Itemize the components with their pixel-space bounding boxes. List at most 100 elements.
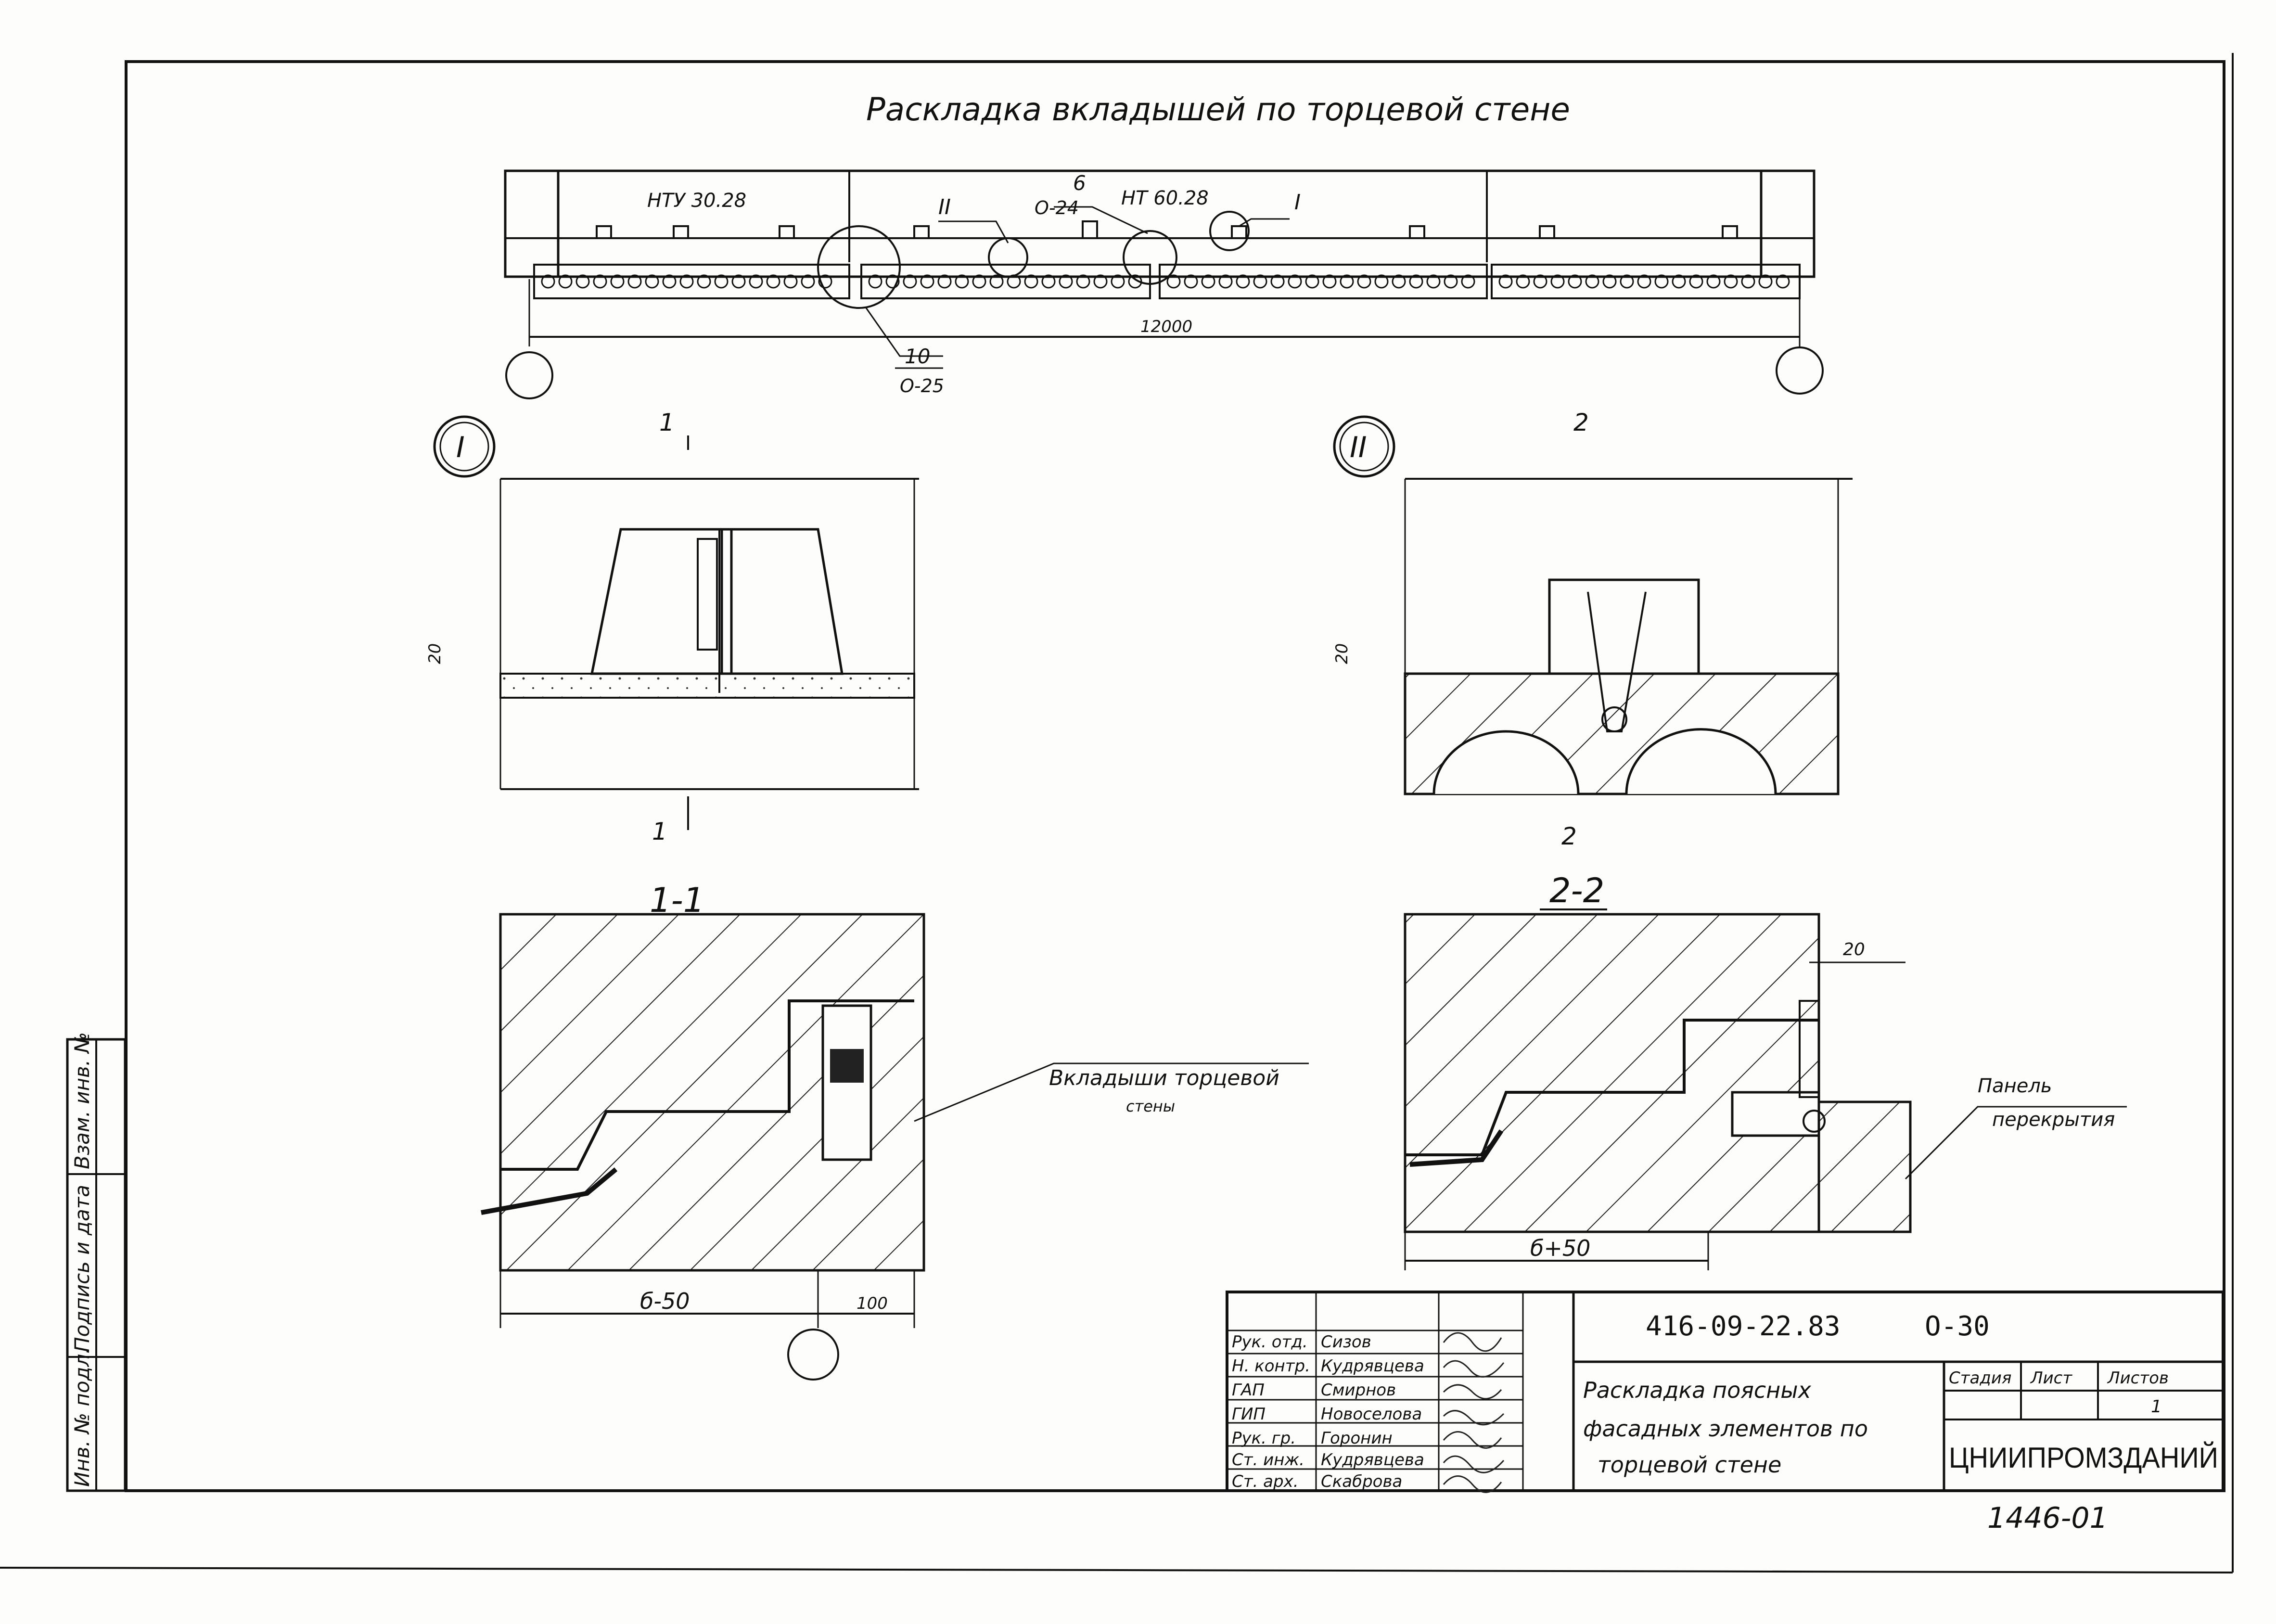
slab-hole xyxy=(1076,274,1090,289)
plan-dimension: 12000 xyxy=(1140,317,1192,336)
slab-hole xyxy=(1340,274,1354,289)
description-2: фасадных элементов по xyxy=(1583,1416,1868,1442)
col-sheets: Листов xyxy=(2107,1368,2169,1388)
sheet-bottom-edge xyxy=(0,1567,2233,1573)
name-4: Горонин xyxy=(1321,1429,1393,1448)
slab-hole xyxy=(541,274,555,289)
name-0: Сизов xyxy=(1321,1332,1371,1352)
role-6: Ст. арх. xyxy=(1232,1472,1299,1491)
slab-hole xyxy=(783,274,798,289)
slab-hole xyxy=(1041,274,1056,289)
slab-hole xyxy=(955,274,969,289)
plan-node-I-label: I xyxy=(1294,190,1301,215)
slab-hole xyxy=(1426,274,1441,289)
sheet-frame xyxy=(125,60,2225,1492)
plan-callout-bottom: 10 xyxy=(905,345,930,368)
slab-hole xyxy=(1758,274,1773,289)
detail-I-dim: 20 xyxy=(425,643,445,664)
section-11-note-1: Вкладыши торцевой xyxy=(1049,1066,1279,1090)
side-stamp: Взам. инв. № Подпись и дата Инв. № подл. xyxy=(66,1032,127,1492)
detail-I-marker: I xyxy=(456,431,465,464)
detail-I: I 1 20 1 xyxy=(425,409,919,845)
plan-node-II-label: II xyxy=(938,195,951,219)
role-3: ГИП xyxy=(1232,1405,1266,1424)
plan-callout-bottom-sheet: О-25 xyxy=(900,375,944,396)
slab-hole xyxy=(697,274,711,289)
slab-hole xyxy=(989,274,1004,289)
slab-hole xyxy=(1357,274,1371,289)
name-1: Кудрявцева xyxy=(1321,1356,1424,1376)
slab-hole xyxy=(1444,274,1458,289)
slab-hole xyxy=(1533,274,1547,289)
slab-hole xyxy=(558,274,573,289)
slab-hole xyxy=(1654,274,1669,289)
slab-hole xyxy=(1568,274,1582,289)
description-3: торцевой стене xyxy=(1598,1452,1781,1478)
detail-II-dim: 20 xyxy=(1332,643,1352,664)
slab-hole xyxy=(1111,274,1125,289)
plan-panel-mid: НТ 60.28 xyxy=(1121,187,1209,209)
slab-hole xyxy=(1585,274,1599,289)
slab-hole xyxy=(593,274,607,289)
doc-code: 416-09-22.83 xyxy=(1646,1311,1841,1342)
role-5: Ст. инж. xyxy=(1232,1450,1304,1470)
slab-hole xyxy=(818,274,832,289)
slab-hole xyxy=(1724,274,1738,289)
name-2: Смирнов xyxy=(1321,1381,1396,1400)
description-1: Раскладка поясных xyxy=(1583,1377,1812,1403)
detail-II-section-mark: 2 xyxy=(1573,409,1589,436)
slab-hole xyxy=(1166,274,1181,289)
slab-hole xyxy=(610,274,625,289)
slab-hole xyxy=(645,274,659,289)
plan-callout-top: 6 xyxy=(1073,171,1086,195)
slab-hole xyxy=(1706,274,1721,289)
role-2: ГАП xyxy=(1232,1381,1265,1400)
role-1: Н. контр. xyxy=(1232,1356,1310,1376)
slab-hole xyxy=(1218,274,1233,289)
slab-hole xyxy=(1024,274,1038,289)
slab-hole xyxy=(766,274,780,289)
slab-hole xyxy=(1253,274,1267,289)
slab-hole xyxy=(885,274,900,289)
section-22-dim-top: 20 xyxy=(1843,940,1865,959)
slab-hole xyxy=(1409,274,1423,289)
slab-hole xyxy=(972,274,986,289)
slab-hole xyxy=(1374,274,1389,289)
slab-hole xyxy=(1550,274,1565,289)
slab-hole xyxy=(920,274,934,289)
section-2-2: 2-2 б+50 20 Панель перекрытия xyxy=(1404,871,2127,1270)
slab-hole xyxy=(1236,274,1250,289)
slab-hole xyxy=(1322,274,1337,289)
slab-hole xyxy=(1689,274,1703,289)
sheet-code: О-30 xyxy=(1925,1311,1990,1342)
slab-hole xyxy=(1184,274,1198,289)
slab-hole xyxy=(1059,274,1073,289)
name-5: Кудрявцева xyxy=(1321,1450,1424,1470)
name-3: Новоселова xyxy=(1321,1405,1422,1424)
col-stage: Стадия xyxy=(1949,1368,2011,1388)
section-11-note-2: стены xyxy=(1126,1097,1175,1115)
section-22-note-1: Панель xyxy=(1978,1075,2052,1097)
slab-hole xyxy=(1305,274,1319,289)
slab-hole xyxy=(1270,274,1285,289)
role-4: Рук. гр. xyxy=(1232,1429,1296,1448)
slab-hole xyxy=(1516,274,1530,289)
plan-panel-left: НТУ 30.28 xyxy=(647,190,746,212)
detail-I-section-mark-bottom: 1 xyxy=(652,818,667,845)
slab-hole xyxy=(662,274,677,289)
slab-hole xyxy=(714,274,729,289)
detail-II: II 2 20 2 xyxy=(1332,409,1853,850)
name-6: Скаброва xyxy=(1321,1472,1402,1491)
detail-II-marker: II xyxy=(1350,431,1367,464)
stamp-text-1: Взам. инв. № xyxy=(70,1032,94,1169)
slab-hole xyxy=(575,274,590,289)
slab-hole xyxy=(1637,274,1651,289)
slab-hole xyxy=(731,274,746,289)
top-title: Раскладка вкладышей по торцевой стене xyxy=(866,91,1570,128)
role-0: Рук. отд. xyxy=(1232,1332,1308,1352)
slab-hole xyxy=(1288,274,1302,289)
slab-hole xyxy=(1620,274,1634,289)
slab-hole xyxy=(1672,274,1686,289)
